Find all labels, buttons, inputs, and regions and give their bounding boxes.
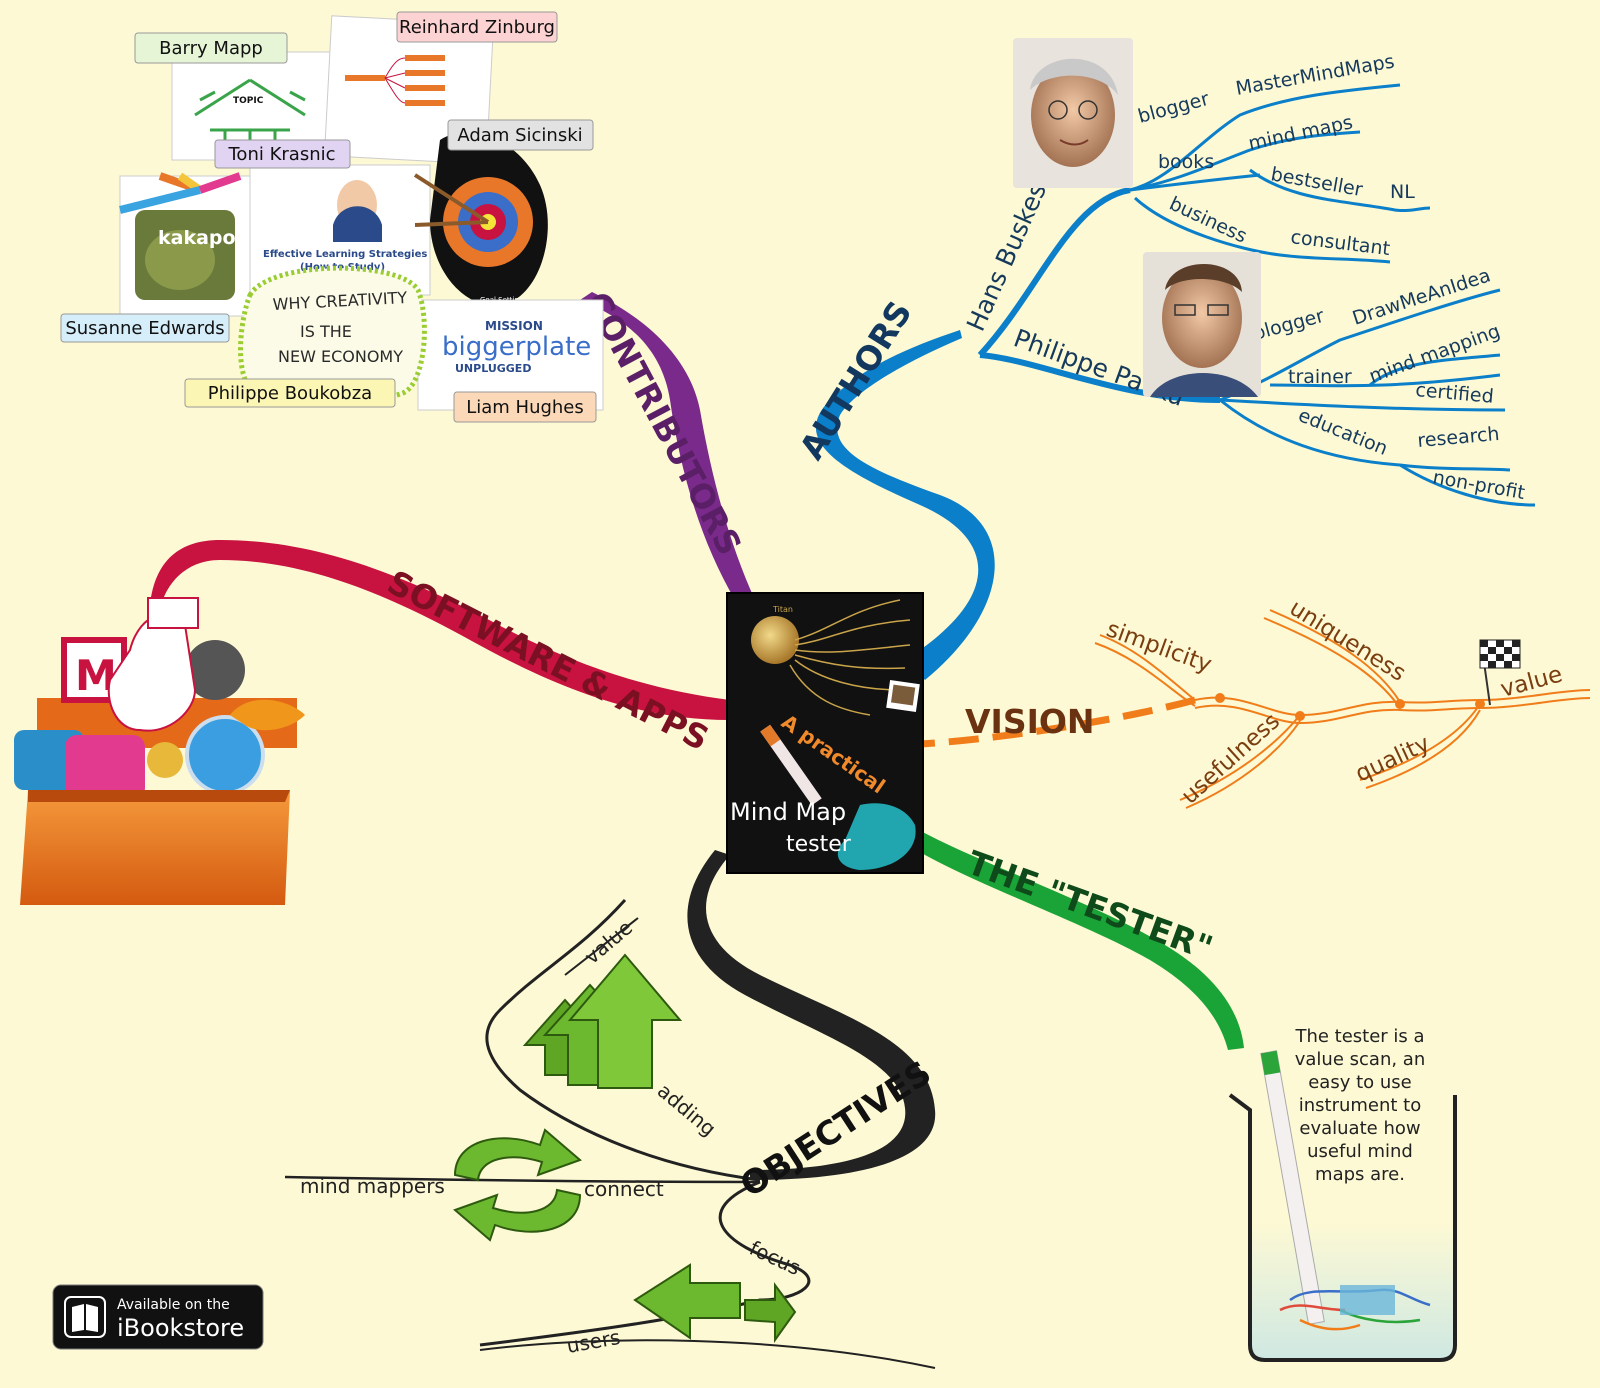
up-arrows-icon — [522, 953, 683, 1089]
thumb-topic: TOPIC — [233, 96, 264, 106]
svg-text:Adam Sicinski: Adam Sicinski — [457, 125, 582, 146]
philippe-education[interactable]: education — [1295, 404, 1391, 460]
authors-branch — [815, 330, 995, 680]
book-icon — [64, 1296, 106, 1338]
ibookstore-badge[interactable]: Available on the iBookstore — [52, 1284, 264, 1350]
vision-usefulness[interactable]: usefulness — [1177, 708, 1285, 809]
hans-blogger[interactable]: blogger — [1136, 88, 1212, 128]
svg-text:value scan, an: value scan, an — [1295, 1049, 1425, 1070]
contributors-collage: TOPIC kakapo Effective Learning Strateg — [119, 15, 604, 411]
tester-description: The tester is a value scan, an easy to u… — [1294, 1026, 1425, 1185]
branch-contributors[interactable]: CONTRIBUTORS — [578, 285, 749, 561]
objective-mind-mappers[interactable]: mind mappers — [300, 1174, 445, 1198]
objectives-ground — [479, 1339, 936, 1369]
philippe-subbranches — [979, 288, 1536, 507]
philippe-trainer[interactable]: trainer — [1288, 366, 1352, 388]
tag-liam-hughes[interactable]: Liam Hughes — [453, 391, 597, 423]
hans-business[interactable]: business — [1166, 193, 1250, 248]
vision-uniqueness[interactable]: uniqueness — [1285, 595, 1410, 687]
checkered-flag-icon — [1479, 639, 1521, 706]
svg-text:maps are.: maps are. — [1315, 1164, 1405, 1185]
software-toolbox: M — [14, 597, 305, 905]
tag-barry-mapp[interactable]: Barry Mapp — [134, 32, 288, 64]
thumb-creativity-2: IS THE — [300, 322, 352, 341]
center-title-line3: tester — [786, 832, 852, 857]
tag-toni-krasnic[interactable]: Toni Krasnic — [214, 139, 351, 169]
svg-text:The tester is a: The tester is a — [1294, 1026, 1424, 1047]
left-arrows-icon — [633, 1263, 797, 1344]
hans-bestseller[interactable]: bestseller — [1269, 163, 1364, 201]
value-line — [564, 917, 639, 976]
planet-icon — [751, 616, 799, 664]
hans-consultant[interactable]: consultant — [1289, 226, 1391, 260]
tester-cup — [1228, 1050, 1457, 1362]
objectives-curve-upper — [485, 898, 761, 1182]
thumb-learning: Effective Learning Strategies — [263, 249, 427, 260]
thumb-learning-sub: (How to Study) — [300, 262, 385, 273]
svg-text:Philippe Boukobza: Philippe Boukobza — [208, 383, 372, 404]
vision-branch — [904, 609, 1591, 809]
hans-mastermindmaps[interactable]: MasterMindMaps — [1234, 50, 1396, 100]
svg-text:instrument to: instrument to — [1299, 1095, 1422, 1116]
thumb-creativity-3: NEW ECONOMY — [278, 347, 403, 366]
badge-line2: iBookstore — [117, 1314, 244, 1342]
objective-adding[interactable]: adding — [653, 1078, 721, 1140]
philippe-blogger[interactable]: blogger — [1251, 305, 1327, 345]
svg-text:useful mind: useful mind — [1307, 1141, 1413, 1162]
objectives-branch — [687, 850, 936, 1180]
svg-text:easy to use: easy to use — [1308, 1072, 1412, 1093]
svg-text:Susanne Edwards: Susanne Edwards — [65, 318, 224, 339]
branch-tester[interactable]: THE "TESTER" — [962, 843, 1218, 968]
central-book-cover[interactable]: Titan A practical Mind Map tester — [726, 592, 924, 874]
branch-authors[interactable]: AUTHORS — [792, 294, 920, 466]
philippe-photo — [1143, 252, 1261, 397]
tag-philippe-boukobza[interactable]: Philippe Boukobza — [184, 378, 396, 408]
hans-books[interactable]: books — [1158, 151, 1214, 173]
svg-text:Liam Hughes: Liam Hughes — [466, 397, 584, 418]
hans-nl[interactable]: NL — [1390, 181, 1415, 203]
objective-users[interactable]: users — [565, 1325, 622, 1358]
hans-photo — [1013, 38, 1133, 188]
thumb-mission: MISSION — [485, 319, 543, 333]
hans-mind-maps[interactable]: mind maps — [1246, 111, 1354, 155]
svg-text:Barry Mapp: Barry Mapp — [159, 38, 263, 59]
philippe-certified[interactable]: certified — [1415, 379, 1495, 408]
thumb-kakapo: kakapo — [158, 227, 236, 249]
philippe-research[interactable]: research — [1417, 423, 1501, 452]
thumb-biggerplate: biggerplate — [442, 332, 591, 362]
objective-connect[interactable]: connect — [584, 1177, 664, 1201]
hans-subbranches — [977, 83, 1431, 358]
tag-susanne-edwards[interactable]: Susanne Edwards — [60, 313, 230, 343]
center-title-line2: Mind Map — [730, 798, 846, 826]
svg-text:Reinhard Zinburg: Reinhard Zinburg — [399, 17, 555, 38]
vision-quality[interactable]: quality — [1352, 731, 1434, 788]
author-hans[interactable]: Hans Buskes — [961, 178, 1052, 335]
badge-line1: Available on the — [117, 1297, 230, 1313]
software-branch — [150, 540, 730, 720]
tag-reinhard-zinburg[interactable]: Reinhard Zinburg — [396, 11, 558, 43]
contributors-branch — [580, 292, 755, 600]
thumb-unplugged: UNPLUGGED — [455, 362, 531, 375]
recycle-arrows-icon — [453, 1128, 582, 1242]
svg-text:Toni Krasnic: Toni Krasnic — [228, 144, 336, 165]
objectives-line-middle — [284, 1175, 761, 1184]
objective-focus[interactable]: focus — [746, 1236, 805, 1280]
objectives-curve-lower — [479, 1180, 811, 1347]
vision-simplicity[interactable]: simplicity — [1103, 616, 1215, 678]
tester-branch — [900, 825, 1244, 1050]
svg-text:evaluate how: evaluate how — [1299, 1118, 1420, 1139]
center-mini-node: Titan — [772, 605, 793, 614]
branch-vision[interactable]: VISION — [965, 702, 1095, 741]
tag-adam-sicinski[interactable]: Adam Sicinski — [447, 119, 594, 151]
branch-software[interactable]: SOFTWARE & APPS — [381, 562, 715, 758]
